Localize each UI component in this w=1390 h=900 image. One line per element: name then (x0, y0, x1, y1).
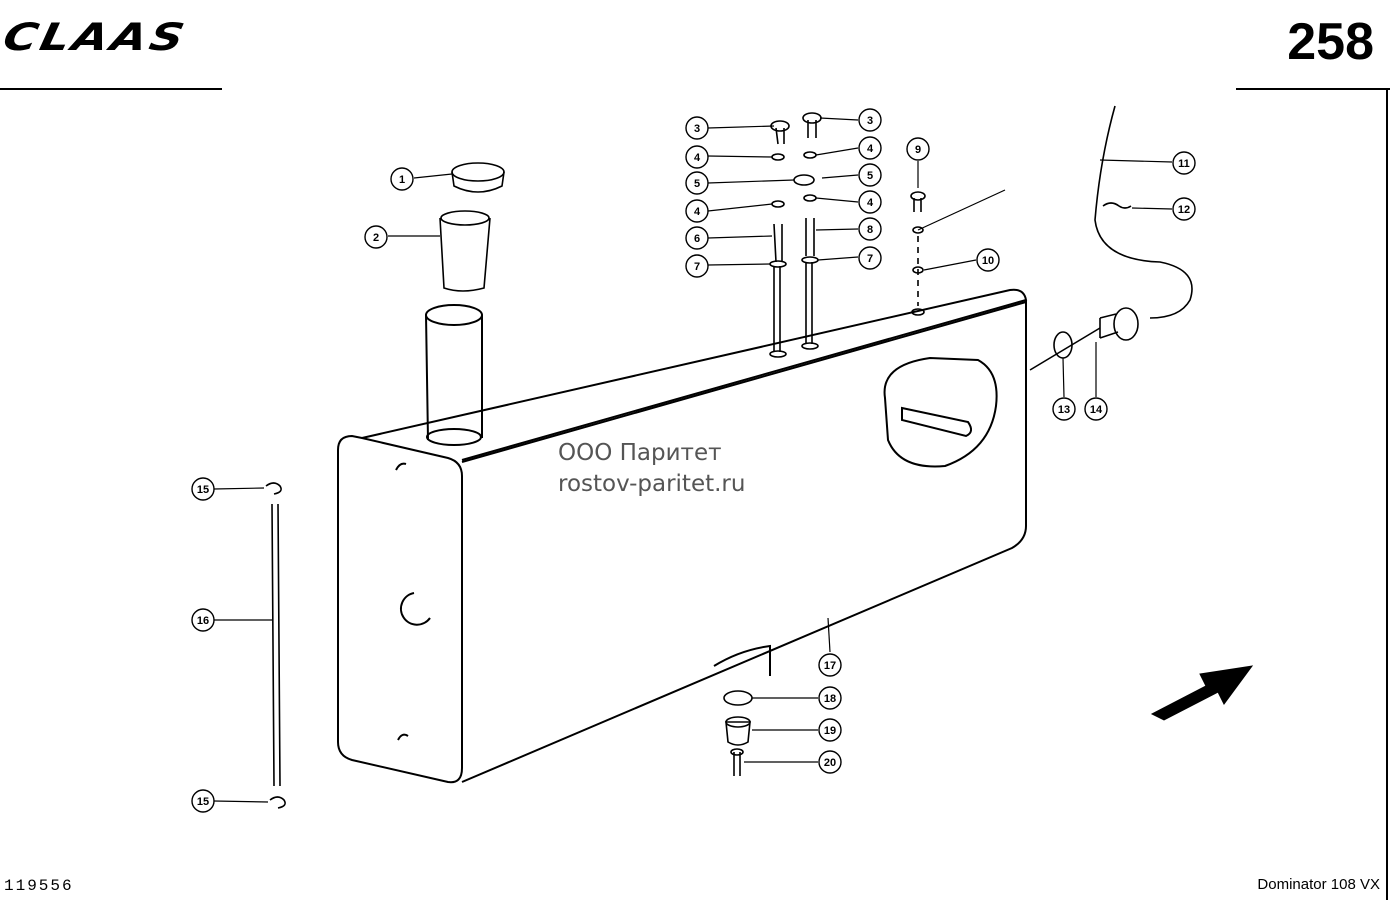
callout-9: 9 (906, 137, 930, 161)
svg-text:7: 7 (867, 253, 873, 265)
svg-text:11: 11 (1178, 158, 1190, 170)
callout-8: 8 (858, 217, 882, 241)
svg-text:9: 9 (915, 144, 921, 156)
svg-text:15: 15 (197, 484, 209, 496)
top-border-right (1236, 88, 1390, 90)
callout-15a: 15 (191, 477, 215, 501)
svg-text:19: 19 (824, 725, 836, 737)
callout-4d: 4 (858, 190, 882, 214)
svg-text:14: 14 (1090, 404, 1103, 416)
svg-text:3: 3 (694, 123, 700, 135)
callout-3b: 3 (858, 108, 882, 132)
callout-2: 2 (364, 225, 388, 249)
svg-text:4: 4 (694, 206, 701, 218)
svg-text:2: 2 (373, 232, 379, 244)
svg-text:6: 6 (694, 233, 700, 245)
callout-13: 13 (1052, 397, 1076, 421)
callout-15b: 15 (191, 789, 215, 813)
filler-cap (451, 162, 505, 182)
callout-12: 12 (1172, 197, 1196, 221)
right-border (1386, 88, 1388, 900)
callout-5a: 5 (685, 171, 709, 195)
svg-text:4: 4 (867, 197, 874, 209)
watermark-company: ООО Паритет (558, 440, 722, 466)
svg-text:20: 20 (824, 757, 836, 769)
callout-5b: 5 (858, 163, 882, 187)
drawing-number: 119556 (4, 877, 74, 895)
strainer (439, 217, 491, 292)
leader-lines (213, 117, 1173, 803)
top-border-left (0, 88, 222, 90)
svg-text:7: 7 (694, 261, 700, 273)
callout-10: 10 (976, 248, 1000, 272)
watermark-url: rostov-paritet.ru (558, 471, 746, 498)
callout-4a: 4 (685, 145, 709, 169)
svg-text:5: 5 (694, 178, 700, 190)
svg-text:16: 16 (197, 615, 209, 627)
svg-text:12: 12 (1178, 204, 1190, 216)
svg-text:17: 17 (824, 660, 836, 672)
callout-1: 1 (390, 167, 414, 191)
callout-19: 19 (818, 718, 842, 742)
page-number: 258 (1287, 13, 1374, 71)
callout-7a: 7 (685, 254, 709, 278)
svg-text:18: 18 (824, 693, 836, 705)
callout-14: 14 (1084, 397, 1108, 421)
svg-text:8: 8 (867, 224, 873, 236)
callout-6: 6 (685, 226, 709, 250)
svg-text:3: 3 (867, 115, 873, 127)
callout-7b: 7 (858, 246, 882, 270)
fuel-tank (337, 288, 1028, 784)
callout-20: 20 (818, 750, 842, 774)
callout-18: 18 (818, 686, 842, 710)
model-name: Dominator 108 VX (1257, 876, 1380, 893)
svg-text:1: 1 (399, 174, 405, 186)
watermark: ООО Паритет rostov-paritet.ru (558, 438, 745, 500)
svg-text:4: 4 (867, 143, 874, 155)
callout-markers: 1 2 3 3 4 4 5 5 4 4 6 8 7 7 9 10 11 12 1… (191, 108, 1196, 813)
callout-17: 17 (818, 653, 842, 677)
direction-arrow-icon (1150, 665, 1254, 721)
svg-text:13: 13 (1058, 404, 1070, 416)
svg-text:4: 4 (694, 152, 701, 164)
svg-text:5: 5 (867, 170, 873, 182)
callout-4c: 4 (685, 199, 709, 223)
callout-16: 16 (191, 608, 215, 632)
svg-text:15: 15 (197, 796, 209, 808)
callout-3a: 3 (685, 116, 709, 140)
callout-4b: 4 (858, 136, 882, 160)
callout-11: 11 (1172, 151, 1196, 175)
svg-text:10: 10 (982, 255, 994, 267)
